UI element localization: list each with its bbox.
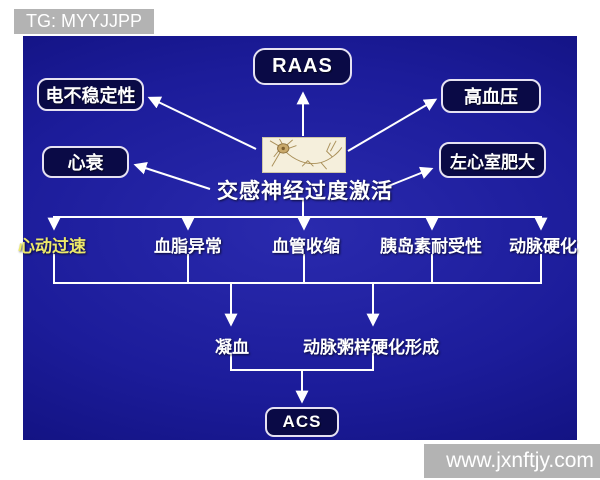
node-electrical-instability: 电不稳定性 (37, 78, 144, 111)
watermark-bottom-right: www.jxnftjy.com (424, 444, 600, 478)
neuron-image (262, 137, 346, 173)
intermediate-coagulation: 凝血 (215, 338, 249, 357)
watermark-top-left: TG: MYYJJPP (14, 9, 155, 34)
node-acs: ACS (265, 407, 339, 437)
effect-dyslipidemia: 血脂异常 (154, 237, 222, 256)
effect-vasoconstriction: 血管收缩 (272, 237, 340, 256)
node-hypertension: 高血压 (441, 79, 541, 113)
node-heart-failure: 心衰 (42, 146, 129, 178)
effect-tachycardia: 心动过速 (18, 237, 86, 256)
node-left-ventricular-hypertrophy: 左心室肥大 (439, 142, 546, 178)
center-title: 交感神经过度激活 (217, 180, 393, 203)
node-raas: RAAS (253, 48, 352, 85)
effect-arteriosclerosis: 动脉硬化 (509, 237, 577, 256)
intermediate-atherosclerosis-formation: 动脉粥样硬化形成 (303, 338, 439, 357)
effect-insulin-resistance: 胰岛素耐受性 (380, 237, 482, 256)
